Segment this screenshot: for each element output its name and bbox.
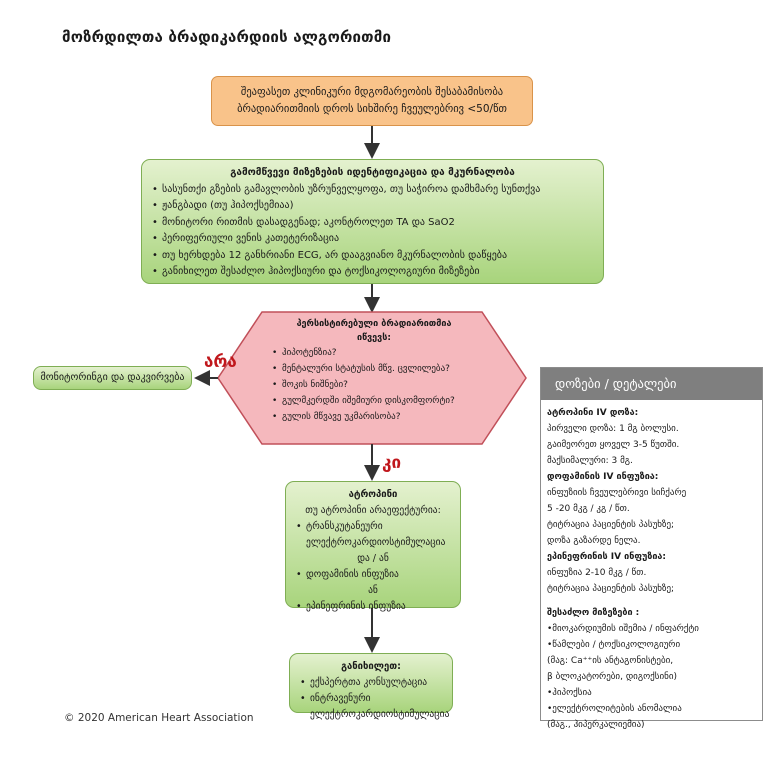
dose-line: ტიტრაცია პაციენტის პასუხზე;	[547, 520, 675, 530]
decision-item: გულმკერდში იშემიური დისკომფორტი?	[270, 393, 486, 409]
atropine-box: ატროპინი თუ ატროპინი არაეფექტურია: ტრანს…	[285, 481, 461, 615]
consider-box: განიხილეთ: ექსპერტთა კონსულტაცია ინტრავე…	[289, 653, 453, 720]
assess-line-2: ბრადიარითმიის დროს სიხშირე ჩვეულებრივ <5…	[237, 103, 507, 115]
identify-list: სასუნთქი გზების გამავლობის უზრუნველყოფა,…	[150, 182, 595, 281]
dose-line: ტიტრაცია პაციენტის პასუხზე;	[547, 584, 675, 594]
decision-heading-1: პერსისტირებული ბრადიარითმია	[296, 319, 452, 329]
identify-item: ჟანგბადი (თუ ჰიპოქსემიაა)	[150, 198, 595, 215]
atropine-list-3: ეპინეფრინის ინფუზია	[294, 599, 452, 615]
cause-line: •მიოკარდიუმის იშემია / ინფარქტი	[547, 624, 699, 634]
dopamine-dose-title: დოფამინის IV ინფუზია:	[547, 472, 659, 482]
causes-title: შესაძლო მიზეზები :	[547, 608, 640, 618]
dose-line: ინფუზიის ჩვეულებრივი სიჩქარე	[547, 488, 687, 498]
yes-label: კი	[382, 453, 402, 473]
atropine-item: ეპინეფრინის ინფუზია	[294, 599, 452, 615]
dose-line: ინფუზია 2-10 მკგ / წთ.	[547, 568, 647, 578]
assess-box: შეაფასეთ კლინიკური მდგომარეობის შესაბამი…	[211, 76, 533, 126]
assess-line-1: შეაფასეთ კლინიკური მდგომარეობის შესაბამი…	[240, 86, 504, 98]
cause-line: (მაგ: Ca⁺⁺ის ანტაგონისტები,	[547, 656, 674, 666]
dose-line: მაქსიმალური: 3 მგ.	[547, 456, 633, 466]
atropine-heading: ატროპინი	[348, 489, 398, 500]
dose-line: დოზა გაზარდე ნელა.	[547, 536, 641, 546]
identify-item: სასუნთქი გზების გამავლობის უზრუნველყოფა,…	[150, 182, 595, 199]
decision-item: მენტალური სტატუსის მწვ. ცვლილება?	[270, 361, 486, 377]
atropine-dose-title: ატროპინი IV დოზა:	[547, 408, 639, 418]
decision-item: შოკის ნიშნები?	[270, 377, 486, 393]
identify-item: თუ ხერხდება 12 განხრიანი ECG, არ დააგვია…	[150, 248, 595, 265]
decision-list: ჰიპოტენზია? მენტალური სტატუსის მწვ. ცვლი…	[262, 345, 486, 425]
atropine-item: დოფამინის ინფუზია	[294, 567, 452, 583]
doses-panel-header: დოზები / დეტალები	[541, 368, 762, 400]
identify-heading: გამომწვევი მიზეზების იდენტიფიკაცია და მკ…	[230, 167, 515, 178]
identify-treat-box: გამომწვევი მიზეზების იდენტიფიკაცია და მკ…	[141, 159, 604, 284]
consider-item: ინტრავენური ელექტროკარდიოსტიმულაცია	[298, 691, 449, 723]
atropine-or-1: და / ან	[357, 553, 389, 564]
decision-heading-2: იწვევს:	[357, 333, 391, 343]
atropine-list-2: დოფამინის ინფუზია	[294, 567, 452, 583]
cause-line: •ჰიპოქსია	[547, 688, 592, 698]
dose-line: პირველი დოზა: 1 მგ ბოლუსი.	[547, 424, 679, 434]
identify-item: განიხილეთ შესაძლო ჰიპოქსიური და ტოქსიკოლ…	[150, 264, 595, 281]
epinephrine-dose-title: ეპინეფრინის IV ინფუზია:	[547, 552, 666, 562]
cause-line: (მაგ., ჰიპერკალიემია)	[547, 720, 645, 730]
dose-line: 5 -20 მკგ / კგ / წთ.	[547, 504, 630, 514]
page-title: მოზრდილთა ბრადიკარდიის ალგორითმი	[62, 28, 392, 46]
cause-line: β ბლოკატორები, დიგოქსინი)	[547, 672, 677, 682]
identify-item: პერიფერიული ვენის კათეტერიზაცია	[150, 231, 595, 248]
cause-line: •ელექტროლიტების ანომალია	[547, 704, 682, 714]
atropine-item: ტრანსკუტანეური ელექტროკარდიოსტიმულაცია	[294, 519, 452, 551]
atropine-subheading: თუ ატროპინი არაეფექტურია:	[305, 505, 441, 516]
decision-item: ჰიპოტენზია?	[270, 345, 486, 361]
atropine-list: ტრანსკუტანეური ელექტროკარდიოსტიმულაცია	[294, 519, 452, 551]
decision-item: გულის მწვავე უკმარისობა?	[270, 409, 486, 425]
decision-content: პერსისტირებული ბრადიარითმია იწვევს: ჰიპო…	[262, 317, 486, 425]
copyright-text: © 2020 American Heart Association	[64, 712, 254, 724]
consider-heading: განიხილეთ:	[341, 661, 401, 672]
consider-item: ექსპერტთა კონსულტაცია	[298, 675, 444, 691]
dose-line: გაიმეორეთ ყოველ 3-5 წუთში.	[547, 440, 680, 450]
atropine-or-2: ან	[368, 585, 378, 596]
identify-item: მონიტორი რითმის დასადგენად; აკონტროლეთ T…	[150, 215, 595, 232]
doses-panel: დოზები / დეტალები ატროპინი IV დოზა: პირვ…	[540, 367, 763, 730]
consider-list: ექსპერტთა კონსულტაცია ინტრავენური ელექტრ…	[298, 675, 449, 723]
monitor-box: მონიტორინგი და დაკვირვება	[33, 366, 192, 390]
cause-line: •წამლები / ტოქსიკოლოგიური	[547, 640, 681, 650]
no-label: არა	[204, 352, 237, 372]
doses-panel-body: ატროპინი IV დოზა: პირველი დოზა: 1 მგ ბოლ…	[541, 400, 762, 738]
